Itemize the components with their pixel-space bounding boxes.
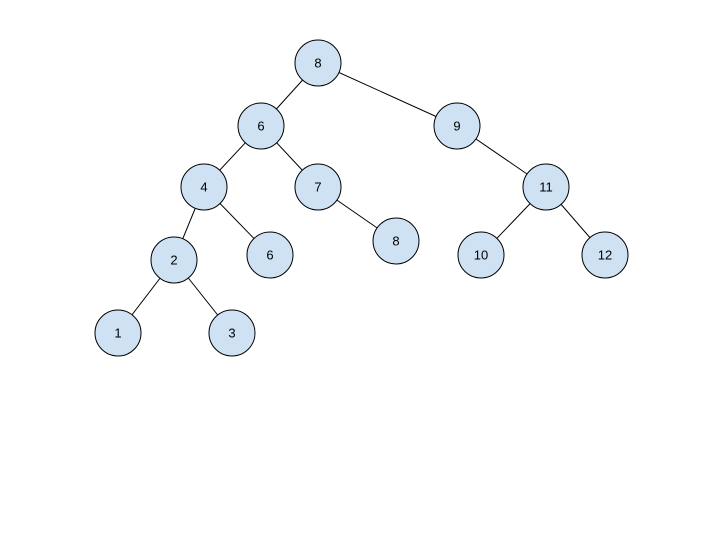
tree-node-n4: 4 [180, 163, 228, 211]
node-circle [372, 217, 420, 265]
node-circle [581, 231, 629, 279]
node-label: 9 [453, 119, 460, 134]
tree-node-n10: 10 [457, 231, 505, 279]
tree-node-n6: 6 [237, 102, 285, 150]
node-circle [294, 39, 342, 87]
node-circle [246, 231, 294, 279]
node-circle [150, 236, 198, 284]
node-label: 6 [266, 248, 273, 263]
node-circle [294, 163, 342, 211]
node-circle [180, 163, 228, 211]
node-label: 4 [200, 180, 207, 195]
node-circle [522, 163, 570, 211]
node-label: 11 [539, 180, 553, 195]
node-label: 6 [257, 119, 264, 134]
tree-node-n11: 11 [522, 163, 570, 211]
node-label: 8 [314, 56, 321, 71]
tree-node-n8b: 8 [372, 217, 420, 265]
tree-node-n3: 3 [208, 309, 256, 357]
tree-node-n6b: 6 [246, 231, 294, 279]
node-label: 12 [598, 248, 612, 263]
tree-node-n9: 9 [433, 102, 481, 150]
node-label: 2 [170, 253, 177, 268]
tree-node-n8: 8 [294, 39, 342, 87]
node-label: 10 [474, 248, 488, 263]
edge-n8-n9 [317, 62, 458, 127]
node-circle [237, 102, 285, 150]
tree-node-n7: 7 [294, 163, 342, 211]
tree-node-n2: 2 [150, 236, 198, 284]
node-circle [457, 231, 505, 279]
node-circle [94, 309, 142, 357]
node-label: 1 [114, 326, 121, 341]
tree-node-n1: 1 [94, 309, 142, 357]
tree-node-n12: 12 [581, 231, 629, 279]
node-label: 3 [228, 326, 235, 341]
node-circle [208, 309, 256, 357]
node-label: 8 [392, 234, 399, 249]
node-circle [433, 102, 481, 150]
node-label: 7 [314, 180, 321, 195]
